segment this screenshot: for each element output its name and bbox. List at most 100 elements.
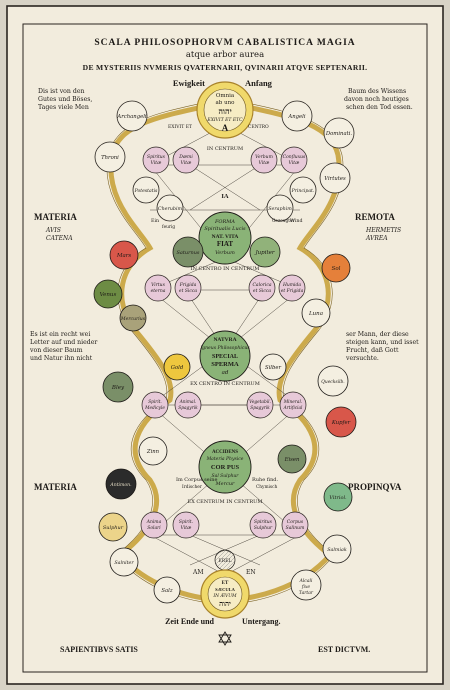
label-ruhe-find: Ruhe find. bbox=[252, 477, 279, 483]
label-remota: REMOTA bbox=[355, 212, 395, 222]
node-venus bbox=[93, 279, 123, 309]
node-cherubim bbox=[156, 194, 184, 222]
label-am: AM bbox=[192, 569, 203, 576]
label-iah: IA bbox=[221, 193, 229, 200]
label-en: EN bbox=[246, 569, 256, 576]
svg-text:Antimon.: Antimon. bbox=[109, 482, 132, 488]
svg-text:A: A bbox=[222, 123, 229, 133]
footer-right: EST DICTVM. bbox=[318, 645, 370, 654]
node-archangeli bbox=[116, 100, 148, 132]
label-aurea: AVREA bbox=[365, 235, 388, 242]
svg-text:Dæmi: Dæmi bbox=[178, 154, 193, 160]
svg-text:Frigida: Frigida bbox=[179, 282, 197, 288]
svg-text:Corpus: Corpus bbox=[287, 519, 304, 525]
svg-text:et Sicca: et Sicca bbox=[253, 288, 271, 294]
bottom-spirit-circles: Anima Solari Spirit. Vitæ Spiritus Sulph… bbox=[140, 511, 309, 539]
node-antimon bbox=[105, 468, 137, 500]
svg-text:Es ist ein recht wei: Es ist ein recht wei bbox=[30, 331, 90, 338]
svg-text:Artificial: Artificial bbox=[283, 406, 303, 411]
svg-text:schen den Tod essen.: schen den Tod essen. bbox=[346, 104, 413, 111]
svg-text:Igneus Philosophicus: Igneus Philosophicus bbox=[199, 345, 250, 351]
label-catena: CATENA bbox=[46, 235, 73, 242]
svg-text:Sulphur: Sulphur bbox=[254, 525, 273, 531]
svg-text:Cherubim: Cherubim bbox=[158, 206, 183, 212]
svg-text:IN ÆVUM: IN ÆVUM bbox=[212, 593, 237, 599]
svg-text:ab uno: ab uno bbox=[216, 100, 236, 106]
svg-text:Materia Physice: Materia Physice bbox=[206, 456, 244, 462]
svg-text:יהוה: יהוה bbox=[218, 106, 231, 116]
node-saturnus bbox=[172, 236, 204, 268]
svg-text:EREL: EREL bbox=[219, 558, 232, 564]
svg-text:FORMA: FORMA bbox=[214, 219, 235, 225]
svg-text:Venus: Venus bbox=[100, 292, 117, 298]
svg-text:Medicyle: Medicyle bbox=[144, 406, 165, 411]
title-line-1: SCALA PHILOSOPHORVM CABALISTICA MAGIA bbox=[94, 38, 355, 48]
svg-text:Spagyrik: Spagyrik bbox=[250, 406, 270, 411]
node-zinn bbox=[138, 436, 168, 466]
node-virtutes bbox=[319, 162, 351, 194]
svg-text:Vitæ: Vitæ bbox=[289, 160, 300, 166]
svg-text:Mercur: Mercur bbox=[215, 481, 235, 487]
note-mid-left: Es ist ein recht wei Letter auf und nied… bbox=[29, 331, 97, 362]
svg-text:Seraphim: Seraphim bbox=[268, 206, 292, 212]
label-avis: AVIS bbox=[45, 227, 61, 234]
label-ex-centrum: EX CENTRUM IN CENTRUM bbox=[188, 499, 263, 505]
svg-text:Salniter: Salniter bbox=[114, 560, 134, 566]
svg-text:Mercurius: Mercurius bbox=[120, 316, 146, 322]
svg-text:Silber: Silber bbox=[265, 365, 282, 371]
node-luna bbox=[301, 298, 331, 328]
svg-text:Saturnus: Saturnus bbox=[176, 250, 199, 256]
svg-text:SÆCULA: SÆCULA bbox=[215, 587, 236, 592]
svg-text:Gold: Gold bbox=[171, 365, 184, 371]
svg-text:Dominati.: Dominati. bbox=[325, 131, 353, 137]
svg-text:Virtutes: Virtutes bbox=[324, 176, 346, 182]
svg-text:Calorica: Calorica bbox=[252, 282, 271, 288]
svg-text:Mars: Mars bbox=[116, 253, 132, 259]
node-silber bbox=[259, 353, 287, 381]
svg-text:SPECIAL: SPECIAL bbox=[212, 354, 238, 360]
bottom-sun-node: ET SÆCULA IN ÆVUM יהוה bbox=[200, 569, 250, 619]
svg-text:Luna: Luna bbox=[308, 311, 323, 317]
svg-text:eterna: eterna bbox=[151, 288, 166, 294]
svg-text:Angeli: Angeli bbox=[287, 114, 305, 120]
label-wind: Wind bbox=[290, 218, 303, 224]
svg-text:Vitæ: Vitæ bbox=[181, 525, 192, 531]
svg-text:Vitriol.: Vitriol. bbox=[329, 495, 347, 501]
svg-text:davon noch heutiges: davon noch heutiges bbox=[344, 96, 409, 103]
svg-text:Dis ist von den: Dis ist von den bbox=[38, 88, 84, 95]
label-materia-lower: MATERIA bbox=[34, 482, 77, 492]
svg-text:Letter auf und nieder: Letter auf und nieder bbox=[30, 339, 97, 346]
hexagram-icon bbox=[218, 631, 232, 646]
svg-text:Kupfer: Kupfer bbox=[331, 420, 351, 426]
svg-text:versuchte.: versuchte. bbox=[345, 355, 379, 362]
svg-text:Throni: Throni bbox=[101, 155, 119, 161]
label-exivit: EXIVIT ET bbox=[168, 124, 192, 130]
node-seraphim bbox=[266, 194, 294, 222]
svg-text:fixe: fixe bbox=[301, 584, 311, 590]
node-salniter bbox=[109, 547, 139, 577]
node-gold bbox=[163, 353, 191, 381]
svg-text:Sal Sulphur: Sal Sulphur bbox=[212, 473, 240, 479]
svg-text:Salz: Salz bbox=[161, 588, 172, 594]
svg-text:Animal.: Animal. bbox=[179, 400, 197, 405]
svg-text:Baum des Wissens: Baum des Wissens bbox=[348, 88, 406, 95]
inner-frame bbox=[22, 23, 428, 673]
svg-text:Eisen: Eisen bbox=[284, 457, 300, 463]
svg-text:Alcali: Alcali bbox=[299, 578, 313, 584]
svg-text:Omnia: Omnia bbox=[216, 93, 235, 99]
label-zeit-ende: Zeit Ende und bbox=[165, 617, 214, 626]
svg-text:et Frigida: et Frigida bbox=[281, 288, 304, 294]
svg-text:Potestatis: Potestatis bbox=[134, 188, 158, 194]
svg-text:יהוה: יהוה bbox=[219, 599, 231, 608]
svg-text:Confluxus: Confluxus bbox=[283, 154, 306, 160]
node-vitriol bbox=[323, 482, 353, 512]
label-ein: Ein bbox=[151, 218, 159, 224]
label-propinqua: PROPINQVA bbox=[348, 482, 402, 492]
label-ex-centro: EX CENTRO IN CENTRUM bbox=[190, 381, 260, 387]
label-untergang: Untergang. bbox=[242, 617, 280, 626]
node-principat bbox=[289, 176, 317, 204]
svg-text:Tages viele Men: Tages viele Men bbox=[38, 104, 89, 111]
label-anfang: Anfang bbox=[245, 78, 273, 88]
